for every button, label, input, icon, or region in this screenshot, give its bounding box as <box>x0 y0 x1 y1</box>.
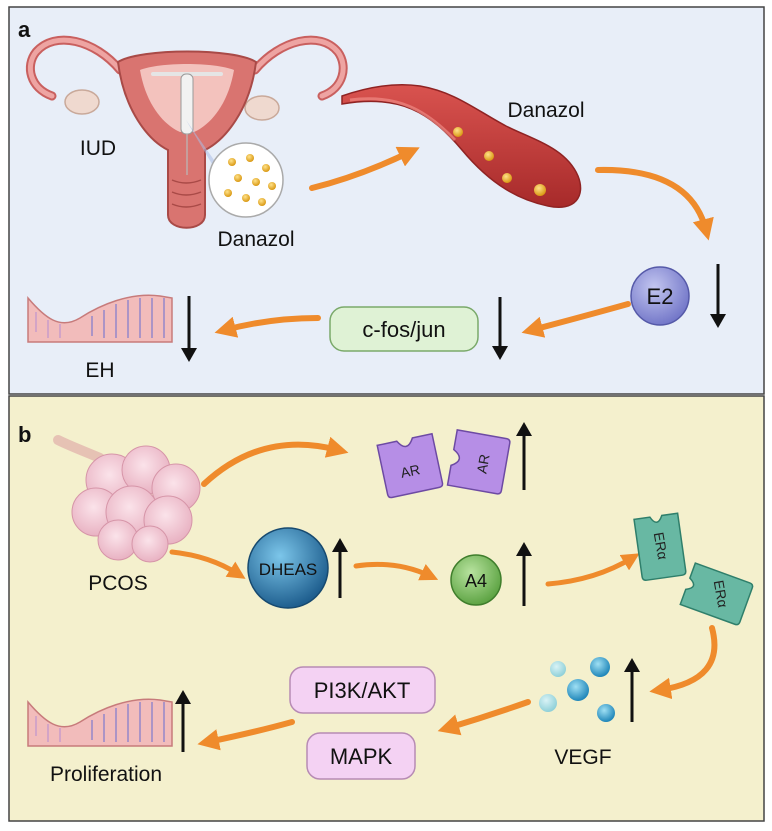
pi3k-akt-box <box>289 666 436 714</box>
a4-node <box>450 554 502 606</box>
arrow-cfos-to-eh <box>214 315 321 338</box>
proliferation-label: Proliferation <box>50 763 162 786</box>
eh-label: EH <box>85 359 114 382</box>
vegf-particles <box>539 657 615 722</box>
proliferation-endometrium-tissue <box>27 698 173 747</box>
e2-down-arrow <box>710 264 726 328</box>
er-alpha-receptor-1 <box>633 512 687 582</box>
danazol-pill-label: Danazol <box>217 228 294 251</box>
e2-node <box>630 266 690 326</box>
er-alpha-receptor-2 <box>679 562 754 626</box>
cfos-jun-box <box>329 306 479 352</box>
iud-label: IUD <box>80 137 116 160</box>
er-alpha-label-1: ERα <box>651 531 672 561</box>
ar-receptor-1 <box>376 432 444 499</box>
pcos-ovary-illustration <box>53 435 201 563</box>
arrow-dheas-to-a4 <box>353 561 439 581</box>
ar-receptor-2 <box>446 429 511 495</box>
arrow-pcos-to-dheas <box>169 549 246 579</box>
ar-label-2: AR <box>473 453 492 475</box>
danazol-pill-circle <box>208 142 284 218</box>
danazol-vessel-label: Danazol <box>507 99 584 122</box>
mapk-label: MAPK <box>330 744 393 769</box>
vegf-label: VEGF <box>554 746 611 769</box>
pcos-label: PCOS <box>88 572 148 595</box>
arrow-vegf-to-pathways <box>437 699 531 736</box>
mapk-box <box>306 732 416 780</box>
dheas-node <box>247 527 329 609</box>
er-alpha-label-2: ERα <box>711 579 732 609</box>
arrow-pathways-to-proliferation <box>197 719 295 751</box>
arrow-e2-to-cfos <box>521 301 631 338</box>
dheas-label: DHEAS <box>259 560 318 579</box>
vegf-up-arrow <box>624 658 640 722</box>
panel-a-label: a <box>18 17 31 42</box>
ar-label-1: AR <box>399 461 421 481</box>
cfos-down-arrow <box>492 297 508 360</box>
blood-vessel <box>341 83 582 208</box>
pi3k-akt-label: PI3K/AKT <box>314 678 411 703</box>
a4-label: A4 <box>465 571 487 591</box>
arrow-a4-to-er <box>545 553 640 587</box>
e2-label: E2 <box>647 284 674 309</box>
arrow-pill-to-vessel <box>309 146 420 191</box>
cfos-jun-label: c-fos/jun <box>362 317 445 342</box>
panel-b-label: b <box>18 422 31 447</box>
eh-down-arrow <box>181 296 197 362</box>
proliferation-up-arrow <box>175 690 191 752</box>
dheas-up-arrow <box>332 538 348 598</box>
ar-up-arrow <box>516 422 532 490</box>
a4-up-arrow <box>516 542 532 606</box>
eh-endometrium-tissue <box>27 294 173 343</box>
uterus-illustration <box>25 35 348 229</box>
arrow-vessel-to-e2 <box>595 166 714 241</box>
arrow-er-to-vegf <box>649 625 718 700</box>
arrow-pcos-to-ar <box>201 436 349 487</box>
